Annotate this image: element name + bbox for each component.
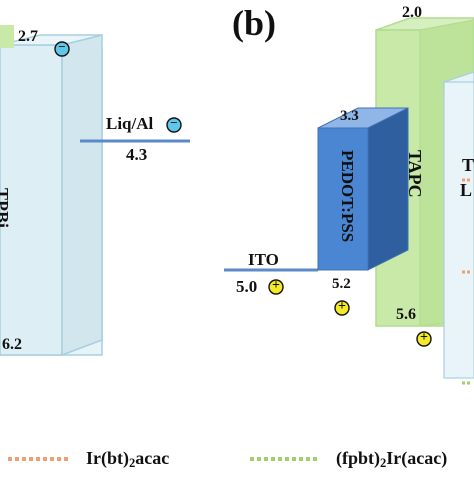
pedot-lumo-value: 3.3 bbox=[340, 108, 359, 124]
cathode-label: Liq/Al bbox=[106, 114, 154, 133]
tapc-label: TAPC bbox=[405, 150, 425, 198]
pedot-homo-value: 5.2 bbox=[332, 276, 351, 292]
emitter-label-1: T bbox=[462, 155, 474, 175]
legend-item-2-rest: Ir(acac) bbox=[386, 448, 448, 468]
legend-item-1-main: Ir(bt) bbox=[86, 448, 129, 468]
emitter-layer bbox=[443, 71, 474, 379]
minus-icon: − bbox=[58, 39, 66, 54]
electron-badge-tpbi bbox=[54, 41, 70, 57]
plus-icon: + bbox=[420, 330, 428, 345]
legend-item-2: (fpbt)2Ir(acac) bbox=[336, 448, 447, 471]
tapc-lumo-value: 2.0 bbox=[402, 4, 422, 21]
tpbi-layer bbox=[0, 34, 103, 357]
minus-icon: − bbox=[170, 115, 178, 130]
tpbi-label: TPBi bbox=[0, 188, 12, 229]
legend-item-2-sub: 2 bbox=[380, 456, 387, 471]
emitter-label-2: L bbox=[460, 180, 473, 200]
pedot-label: PEDOT:PSS bbox=[338, 150, 357, 243]
tpbi-lumo-value: 2.7 bbox=[18, 28, 38, 45]
green-strip-left bbox=[0, 25, 14, 48]
panel-label: (b) bbox=[232, 3, 276, 43]
ito-label: ITO bbox=[248, 250, 279, 269]
cathode-work-value: 4.3 bbox=[126, 145, 148, 164]
plus-icon: + bbox=[338, 299, 346, 314]
hole-badge-tapc bbox=[416, 331, 432, 347]
tapc-homo-value: 5.6 bbox=[396, 306, 416, 323]
legend-item-1-rest: acac bbox=[135, 448, 170, 468]
ito-work-value: 5.0 bbox=[236, 277, 258, 296]
pedot-layer bbox=[317, 107, 409, 271]
legend-item-1-sub: 2 bbox=[129, 456, 136, 471]
hole-badge-pedot bbox=[334, 300, 350, 316]
hole-badge-ito bbox=[268, 279, 284, 295]
tpbi-homo-value: 6.2 bbox=[2, 336, 22, 353]
legend-item-1: Ir(bt)2acac bbox=[86, 448, 169, 471]
legend-item-2-main: (fpbt) bbox=[336, 448, 380, 468]
plus-icon: + bbox=[272, 278, 280, 293]
electron-badge-cathode bbox=[166, 117, 182, 133]
